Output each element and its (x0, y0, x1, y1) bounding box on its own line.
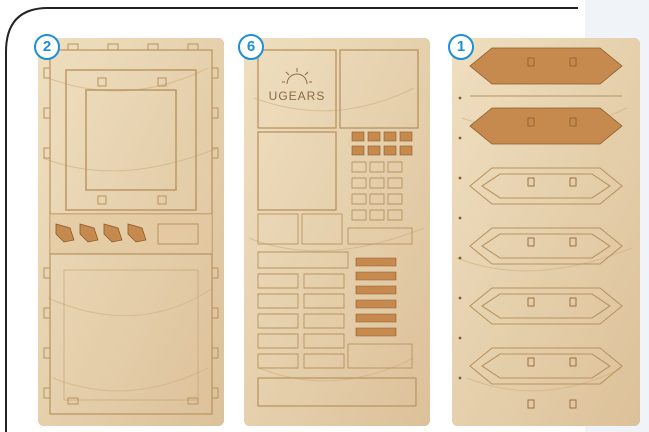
sheet-number-badge-6: 6 (238, 34, 264, 60)
sheet-number-badge-1: 1 (448, 34, 474, 60)
plywood-sheet-1-drawing (452, 38, 640, 426)
sheet-number-badge-2: 2 (34, 34, 60, 60)
plywood-sheet-6-drawing: UGEARS (244, 38, 430, 426)
plywood-sheet-1 (452, 38, 640, 426)
plywood-sheet-2 (38, 38, 224, 426)
plywood-sheet-6: UGEARS (244, 38, 430, 426)
plywood-sheet-2-drawing (38, 38, 224, 426)
ugears-logo-icon (282, 68, 312, 85)
ugears-brand-text: UGEARS (269, 89, 326, 103)
